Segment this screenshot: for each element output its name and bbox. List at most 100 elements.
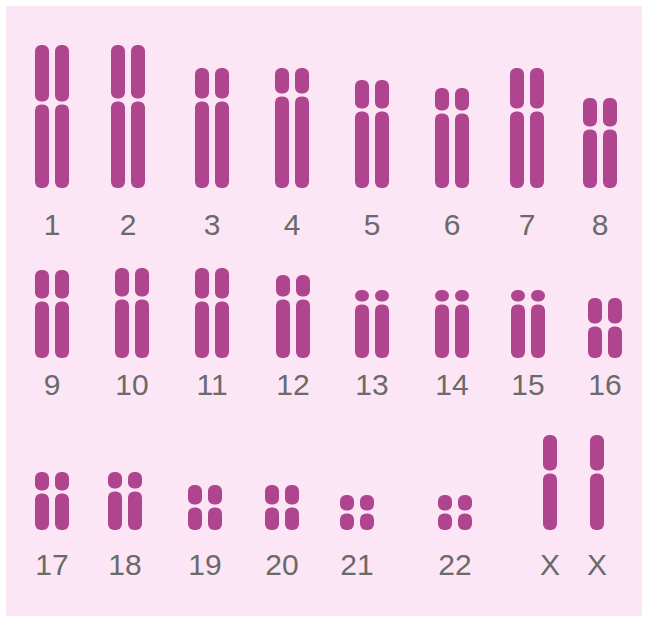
chromosome-number: 8 (592, 210, 609, 240)
chromosome-arm (195, 102, 209, 189)
chromosome-number: 16 (588, 370, 621, 400)
chromosome-arm (55, 302, 69, 359)
chromosome-arm (35, 270, 49, 299)
chromosome-arm (510, 112, 524, 189)
chromosome-number: 18 (108, 550, 141, 580)
chromosome-arm (511, 305, 525, 359)
chromosome-arm (435, 290, 449, 302)
chromosome-number: 17 (35, 550, 68, 580)
chromosome-arm (588, 327, 602, 359)
chromosome-arm (355, 290, 369, 302)
chromosome-arm (295, 68, 309, 94)
chromosome-arm (276, 275, 290, 297)
chromosome-number: X (587, 550, 607, 580)
chromosome-arm (603, 130, 617, 189)
chromosome-arm (115, 268, 129, 297)
chromosome-arm (531, 290, 545, 302)
chromosome-arm (590, 435, 604, 471)
chromosome-arm (458, 495, 472, 511)
chromosome-arm (438, 495, 452, 511)
chromosome-arm (375, 80, 389, 109)
chromosome-arm (375, 112, 389, 189)
chromosome-number: 2 (120, 210, 137, 240)
chromosome-number: 9 (44, 370, 61, 400)
chromosome-number: 12 (276, 370, 309, 400)
chromosome-arm (215, 302, 229, 359)
chromosome-arm (195, 268, 209, 299)
chromosome-arm (265, 485, 279, 505)
chromosome-arm (530, 68, 544, 109)
chromosome-arm (295, 97, 309, 189)
chromosome-arm (458, 514, 472, 531)
chromosome-arm (55, 45, 69, 102)
chromosome-number: 6 (444, 210, 461, 240)
chromosome-arm (35, 494, 49, 531)
chromosome-arm (360, 495, 374, 511)
chromosome-arm (438, 514, 452, 531)
chromosome-arm (285, 508, 299, 531)
chromosome-arm (435, 305, 449, 359)
chromosome-arm (435, 114, 449, 189)
chromosome-arm (128, 472, 142, 489)
chromosome-arm (531, 305, 545, 359)
chromosome-number: X (540, 550, 560, 580)
chromosome-arm (435, 88, 449, 111)
chromosome-arm (583, 98, 597, 127)
chromosome-arm (455, 114, 469, 189)
chromosome-arm (608, 298, 622, 324)
chromosome-arm (375, 290, 389, 302)
chromosome-arm (131, 102, 145, 189)
chromosome-arm (35, 105, 49, 189)
chromosome-arm (111, 45, 125, 99)
chromosome-arm (115, 300, 129, 359)
chromosome-arm (215, 68, 229, 99)
chromosome-arm (355, 80, 369, 109)
chromosome-arm (275, 68, 289, 94)
chromosome-arm (296, 275, 310, 297)
chromosome-arm (285, 485, 299, 505)
chromosome-number: 11 (196, 370, 227, 400)
chromosome-arm (108, 472, 122, 489)
chromosome-arm (543, 474, 557, 531)
chromosome-number: 15 (511, 370, 544, 400)
chromosome-arm (195, 302, 209, 359)
chromosome-arm (276, 300, 290, 359)
chromosome-arm (355, 112, 369, 189)
chromosome-number: 1 (44, 210, 61, 240)
chromosome-number: 14 (435, 370, 468, 400)
chromosome-arm (455, 290, 469, 302)
chromosome-arm (355, 305, 369, 359)
chromosome-arm (455, 88, 469, 111)
chromosome-number: 21 (340, 550, 373, 580)
chromosome-arm (135, 268, 149, 297)
chromosome-arm (135, 300, 149, 359)
chromosome-arm (35, 302, 49, 359)
chromosome-arm (195, 68, 209, 99)
chromosome-arm (55, 105, 69, 189)
chromosome-arm (108, 492, 122, 531)
chromosome-arm (128, 492, 142, 531)
chromosome-arm (296, 300, 310, 359)
chromosome-arm (35, 45, 49, 102)
chromosome-number: 5 (364, 210, 381, 240)
chromosome-number: 7 (519, 210, 536, 240)
chromosome-arm (375, 305, 389, 359)
chromosome-number: 4 (284, 210, 301, 240)
chromosome-arm (55, 270, 69, 299)
chromosome-arm (215, 268, 229, 299)
chromosome-arm (35, 472, 49, 491)
chromosome-arm (275, 97, 289, 189)
chromosome-arm (543, 435, 557, 471)
chromosome-arm (188, 485, 202, 505)
chromosome-arm (360, 514, 374, 531)
chromosome-arm (588, 298, 602, 324)
chromosome-arm (215, 102, 229, 189)
chromosome-number: 3 (204, 210, 221, 240)
chromosome-number: 19 (188, 550, 221, 580)
chromosome-arm (510, 68, 524, 109)
chromosome-number: 20 (265, 550, 298, 580)
chromosome-arm (208, 508, 222, 531)
chromosome-arm (131, 45, 145, 99)
chromosome-arm (511, 290, 525, 302)
